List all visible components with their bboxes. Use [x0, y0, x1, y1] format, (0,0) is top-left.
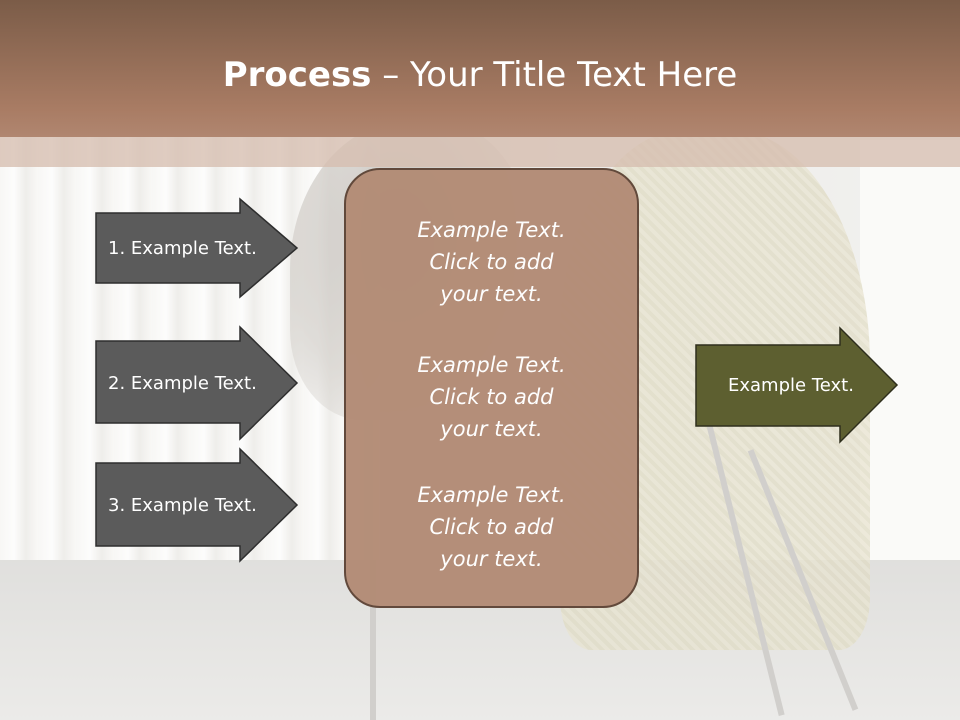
title-bold: Process — [222, 55, 372, 95]
center-text-box[interactable]: Example Text. Click to add your text. Ex… — [344, 168, 639, 608]
chair-leg — [370, 560, 376, 720]
title-rest: – Your Title Text Here — [371, 55, 738, 95]
right-arrow-label: Example Text. — [728, 374, 854, 396]
right-arrow[interactable]: Example Text. — [695, 326, 899, 444]
text-line: Example Text. — [417, 218, 566, 242]
title-band — [0, 137, 960, 167]
arrow-right-icon — [95, 325, 299, 441]
left-arrow-label: 2. Example Text. — [108, 372, 257, 394]
text-line: your text. — [440, 547, 543, 571]
text-line: Click to add — [429, 385, 554, 409]
slide-title[interactable]: Process – Your Title Text Here — [0, 52, 960, 98]
text-line: Example Text. — [417, 353, 566, 377]
arrow-right-icon — [95, 447, 299, 563]
arrow-right-icon — [95, 197, 299, 299]
arrow-right-icon — [695, 326, 899, 444]
text-line: Example Text. — [417, 483, 566, 507]
left-arrow-label: 3. Example Text. — [108, 494, 257, 516]
text-block-3: Example Text. Click to add your text. — [346, 479, 637, 575]
text-block-2: Example Text. Click to add your text. — [346, 349, 637, 445]
text-line: Click to add — [429, 250, 554, 274]
left-arrow-1[interactable]: 1. Example Text. — [95, 197, 299, 299]
text-block-1: Example Text. Click to add your text. — [346, 214, 637, 310]
left-arrow-label: 1. Example Text. — [108, 237, 257, 259]
text-line: Click to add — [429, 515, 554, 539]
text-line: your text. — [440, 417, 543, 441]
left-arrow-2[interactable]: 2. Example Text. — [95, 325, 299, 441]
left-arrow-3[interactable]: 3. Example Text. — [95, 447, 299, 563]
title-bar — [0, 0, 960, 137]
text-line: your text. — [440, 282, 543, 306]
